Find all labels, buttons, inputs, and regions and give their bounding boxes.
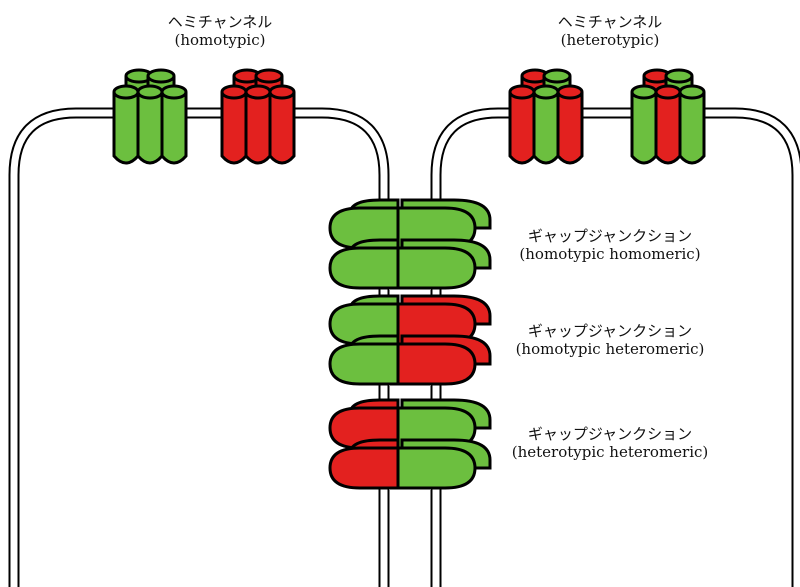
- hemichannel-heterotypic-mixed-1: [510, 70, 582, 163]
- hemichannel-homotypic-red: [222, 70, 294, 163]
- gap-junction-homotypic-heteromeric: [330, 296, 490, 386]
- connexin-subunit-top: [510, 86, 534, 98]
- connexin-front-right: [398, 344, 475, 384]
- label-title: ギャップジャンクション: [500, 425, 720, 443]
- connexin-subunit-top: [680, 86, 704, 98]
- label-hemichannel-heterotypic: ヘミチャンネル (heterotypic): [530, 13, 690, 49]
- connexin-subunit: [632, 92, 656, 163]
- connexin-subunit: [510, 92, 534, 163]
- connexin-subunit: [114, 92, 138, 163]
- label-gap-junction-heterotypic-heteromeric: ギャップジャンクション (heterotypic heteromeric): [500, 425, 720, 461]
- connexin-subunit: [222, 92, 246, 163]
- connexin-subunit: [162, 92, 186, 163]
- connexin-subunit-top: [544, 70, 570, 82]
- connexin-subunit-top: [138, 86, 162, 98]
- connexin-subunit: [656, 92, 680, 163]
- label-subtitle: (heterotypic heteromeric): [500, 443, 720, 461]
- connexin-subunit-top: [558, 86, 582, 98]
- label-title: ギャップジャンクション: [500, 322, 720, 340]
- connexin-subunit-top: [148, 70, 174, 82]
- gap-junction-homotypic-homomeric: [330, 200, 490, 290]
- connexin-front-left: [330, 344, 398, 384]
- connexin-subunit-top: [270, 86, 294, 98]
- connexin-front-right: [398, 448, 475, 488]
- connexin-front-left: [330, 248, 398, 288]
- label-subtitle: (homotypic): [140, 31, 300, 49]
- label-hemichannel-homotypic: ヘミチャンネル (homotypic): [140, 13, 300, 49]
- connexin-subunit: [534, 92, 558, 163]
- connexin-subunit-top: [632, 86, 656, 98]
- left-cell-membrane-inner: [14, 113, 384, 587]
- connexin-subunit-top: [246, 86, 270, 98]
- connexin-subunit-top: [534, 86, 558, 98]
- connexin-subunit: [558, 92, 582, 163]
- label-gap-junction-homotypic-heteromeric: ギャップジャンクション (homotypic heteromeric): [500, 322, 720, 358]
- label-title: ギャップジャンクション: [500, 227, 720, 245]
- label-subtitle: (homotypic heteromeric): [500, 340, 720, 358]
- hemichannel-heterotypic-mixed-2: [632, 70, 704, 163]
- connexin-front-right: [398, 248, 475, 288]
- connexin-subunit-top: [256, 70, 282, 82]
- label-title: ヘミチャンネル: [140, 13, 300, 31]
- connexin-subunit: [680, 92, 704, 163]
- label-title: ヘミチャンネル: [530, 13, 690, 31]
- label-subtitle: (homotypic homomeric): [500, 245, 720, 263]
- connexin-subunit-top: [666, 70, 692, 82]
- connexin-subunit: [270, 92, 294, 163]
- hemichannel-homotypic-green: [114, 70, 186, 163]
- connexin-subunit-top: [656, 86, 680, 98]
- connexin-front-left: [330, 448, 398, 488]
- connexin-subunit: [246, 92, 270, 163]
- left-cell-membrane: [14, 113, 384, 587]
- connexin-subunit-top: [162, 86, 186, 98]
- connexin-subunit-top: [222, 86, 246, 98]
- connexin-subunit: [138, 92, 162, 163]
- label-subtitle: (heterotypic): [530, 31, 690, 49]
- gap-junction-heterotypic-heteromeric: [330, 400, 490, 490]
- connexin-subunit-top: [114, 86, 138, 98]
- label-gap-junction-homotypic-homomeric: ギャップジャンクション (homotypic homomeric): [500, 227, 720, 263]
